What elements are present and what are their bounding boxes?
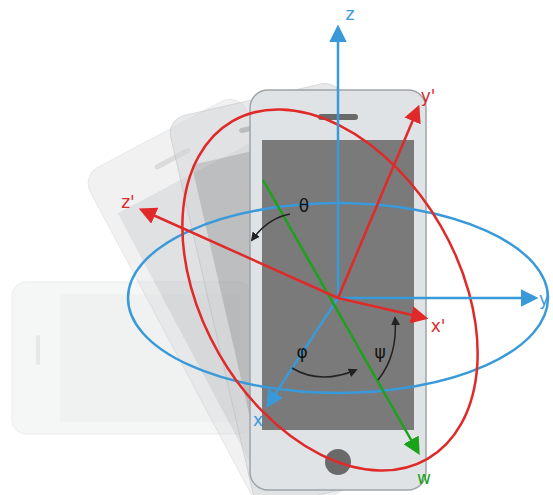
axis-label: y bbox=[537, 290, 551, 309]
x-prime-axis bbox=[338, 298, 425, 318]
axis-label: x bbox=[251, 411, 265, 430]
y-prime-axis bbox=[338, 108, 418, 298]
axis-label: z' bbox=[119, 193, 137, 212]
z-prime-axis bbox=[142, 210, 338, 298]
tilted-ring bbox=[122, 57, 539, 495]
theta-arc bbox=[252, 214, 290, 240]
axis-label: x' bbox=[429, 317, 448, 336]
angle-label: ψ bbox=[372, 343, 387, 362]
angle-label: θ bbox=[297, 197, 311, 216]
x-axis bbox=[268, 298, 338, 405]
w-axis bbox=[263, 180, 418, 452]
phi-arc bbox=[292, 368, 356, 377]
axis-label: w bbox=[415, 469, 433, 488]
axis-label: y' bbox=[419, 87, 438, 106]
axis-label: z bbox=[344, 5, 357, 24]
z-axis bbox=[337, 28, 340, 298]
y-axis bbox=[338, 297, 535, 300]
angle-label: φ bbox=[294, 343, 309, 362]
ghost-phone bbox=[167, 80, 428, 495]
